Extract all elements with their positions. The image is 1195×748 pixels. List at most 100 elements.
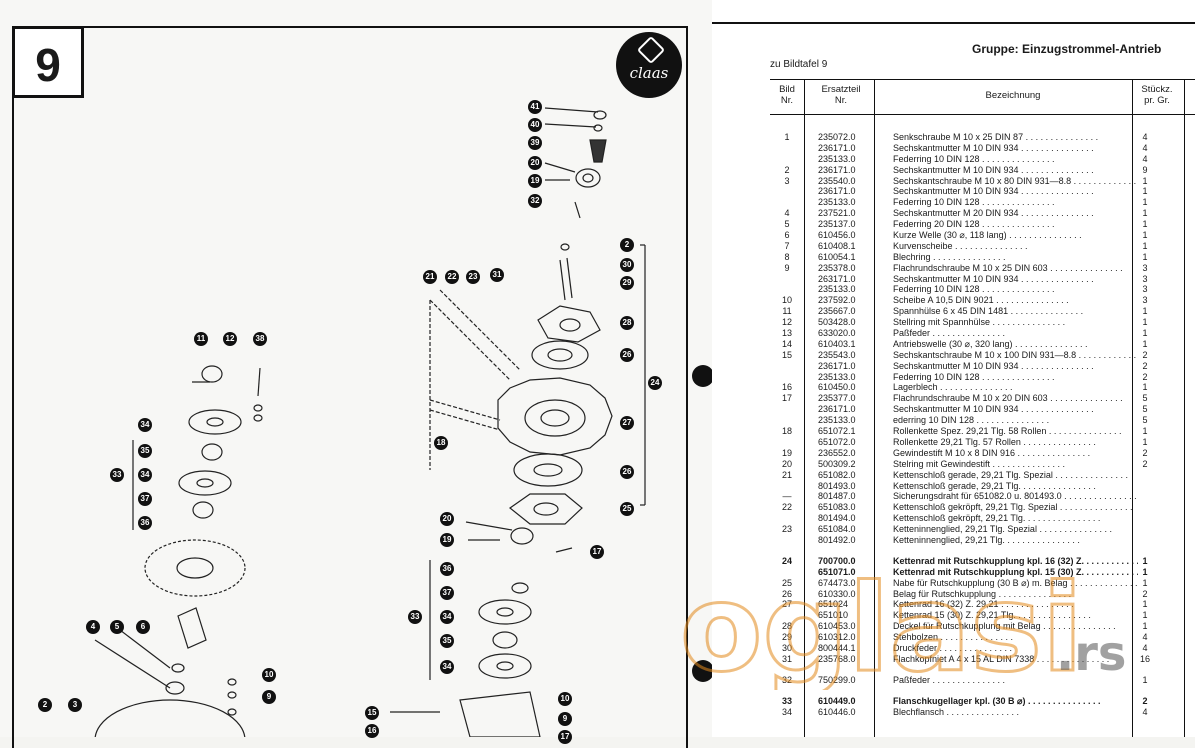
callout: 17 [590, 545, 604, 559]
cell-stueckzahl: 3 [1142, 295, 1148, 306]
row-spacer [770, 546, 1195, 556]
cell-bild-nr: 4 [784, 208, 790, 219]
callout: 39 [528, 136, 542, 150]
cell-bezeichnung: Senkschraube M 10 x 25 DIN 87 . . . . . … [893, 132, 1099, 142]
cell-ersatzteil-nr: 610446.0 [818, 706, 856, 717]
callout: 21 [423, 270, 437, 284]
cell-bezeichnung: Sicherungsdraht für 651082.0 u. 801493.0… [893, 491, 1137, 502]
callout: 34 [138, 468, 152, 482]
cell-stueckzahl: 1 [1142, 240, 1148, 251]
cell-ersatzteil-nr: 500309.2 [818, 458, 856, 469]
cell-bezeichnung: Kettenrad mit Rutschkupplung kpl. 16 (32… [893, 555, 1138, 566]
cell-bild-nr: 32 [781, 674, 792, 685]
cell-bild-nr: 17 [781, 393, 792, 404]
plate-reference: zu Bildtafel 9 [770, 59, 828, 70]
cell-bezeichnung: Kettenschloß gekröpft, 29,21 Tlg. . . . … [893, 513, 1101, 524]
cell-stueckzahl: 4 [1142, 142, 1148, 153]
table-row: 22 651083.0 Kettenschloß gekröpft, 29,21 T… [770, 502, 1195, 513]
column-header-bezeichnung: Bezeichnung [985, 90, 1041, 101]
page-number: 9 [12, 26, 84, 98]
cell-bezeichnung: Sechskantmutter M 10 DIN 934 . . . . . .… [893, 164, 1094, 175]
cell-ersatzteil-nr: 235377.0 [818, 393, 856, 404]
row-spacer [770, 665, 1195, 675]
cell-bezeichnung: Antriebswelle (30 ⌀, 320 lang) . . . . .… [893, 338, 1088, 349]
cell-ersatzteil-nr: 235768.0 [818, 653, 856, 664]
table-row: 651071.0 Kettenrad mit Rutschkupplung kpl… [770, 567, 1195, 578]
cell-bezeichnung: Federring 20 DIN 128 . . . . . . . . . .… [893, 219, 1055, 230]
cell-bezeichnung: Sechskantmutter M 10 DIN 934 . . . . . .… [893, 360, 1094, 371]
cell-ersatzteil-nr: 651071.0 [818, 566, 856, 577]
cell-bezeichnung: Stellring mit Spannhülse . . . . . . . .… [893, 317, 1066, 328]
callout: 20 [528, 156, 542, 170]
cell-bezeichnung: Flanschkugellager kpl. (30 B ⌀) . . . . … [893, 695, 1101, 706]
cell-bezeichnung: Kettenschloß gerade, 29,21 Tlg. Spezial … [893, 469, 1128, 480]
cell-stueckzahl: 1 [1142, 197, 1148, 208]
cell-bild-nr: 22 [781, 502, 792, 513]
cell-bezeichnung: Flachkopfniet A 4 x 15 AL DIN 7338 . . .… [893, 653, 1110, 664]
callout: 36 [138, 516, 152, 530]
callout: 23 [466, 270, 480, 284]
cell-bild-nr: 29 [781, 632, 792, 643]
cell-ersatzteil-nr: 610449.0 [818, 695, 856, 706]
callout: 34 [440, 610, 454, 624]
cell-stueckzahl: 1 [1142, 610, 1148, 621]
cell-bezeichnung: Kettenrad mit Rutschkupplung kpl. 15 (30… [893, 566, 1138, 577]
cell-ersatzteil-nr: 236552.0 [818, 447, 856, 458]
cell-bild-nr: 12 [781, 317, 792, 328]
cell-stueckzahl: 1 [1142, 621, 1148, 632]
cell-ersatzteil-nr: 236171.0 [818, 404, 856, 415]
callout: 35 [440, 634, 454, 648]
cell-stueckzahl: 1 [1142, 674, 1148, 685]
cell-ersatzteil-nr: 674473.0 [818, 577, 856, 588]
callout: 41 [528, 100, 542, 114]
cell-ersatzteil-nr: 651083.0 [818, 502, 856, 513]
cell-stueckzahl: 1 [1142, 599, 1148, 610]
cell-stueckzahl: 1 [1142, 306, 1148, 317]
cell-ersatzteil-nr: 750299.0 [818, 674, 856, 685]
cell-bezeichnung: Kettenschloß gekröpft, 29,21 Tlg. Spezia… [893, 502, 1133, 513]
callout: 33 [110, 468, 124, 482]
cell-bezeichnung: Deckel für Rutschkupplung mit Belag . . … [893, 621, 1116, 632]
cell-bild-nr: 26 [781, 588, 792, 599]
binder-hole [692, 365, 714, 387]
cell-stueckzahl: 2 [1142, 588, 1148, 599]
cell-bezeichnung: Federring 10 DIN 128 . . . . . . . . . .… [893, 284, 1055, 295]
callout: 5 [110, 620, 124, 634]
cell-bezeichnung: Stehbolzen . . . . . . . . . . . . . . . [893, 632, 1014, 643]
column-header-ersatzteil: Ersatzteil Nr. [821, 84, 861, 106]
callout: 24 [648, 376, 662, 390]
cell-ersatzteil-nr: 235072.0 [818, 132, 856, 142]
cell-bild-nr: 13 [781, 328, 792, 339]
cell-stueckzahl: 1 [1142, 208, 1148, 219]
cell-ersatzteil-nr: 610312.0 [818, 632, 856, 643]
cell-bezeichnung: Kettenrad 16 (32) Z. 29,21 . . . . . . .… [893, 599, 1074, 610]
cell-ersatzteil-nr: 235543.0 [818, 349, 856, 360]
callout: 26 [620, 465, 634, 479]
cell-stueckzahl: 1 [1142, 338, 1148, 349]
callout: 35 [138, 444, 152, 458]
cell-stueckzahl: 1 [1142, 436, 1148, 447]
callout: 20 [440, 512, 454, 526]
callout: 4 [86, 620, 100, 634]
cell-ersatzteil-nr: 801494.0 [818, 513, 856, 524]
callout: 9 [558, 712, 572, 726]
cell-stueckzahl: 1 [1142, 328, 1148, 339]
